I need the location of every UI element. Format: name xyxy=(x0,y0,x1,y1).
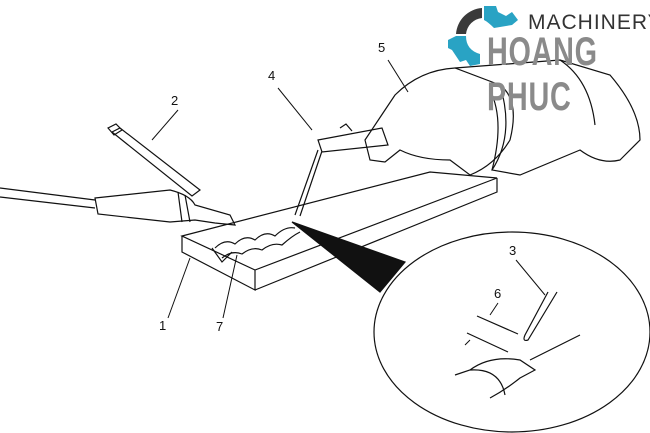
callout-2: 2 xyxy=(171,93,179,108)
electrode-cable xyxy=(0,187,96,209)
detail-weld-pool xyxy=(454,334,581,399)
callout-4: 4 xyxy=(268,68,276,83)
detail-rod xyxy=(523,291,558,342)
callout-1: 1 xyxy=(159,318,167,333)
zoom-wedge xyxy=(291,221,407,293)
callout-7: 7 xyxy=(216,319,224,334)
detail-gap-lines xyxy=(466,315,519,353)
callout-6: 6 xyxy=(494,286,502,301)
logo-gear-icon xyxy=(448,6,518,66)
callout-5: 5 xyxy=(378,40,386,55)
logo-text-machinery: MACHINERY xyxy=(528,11,650,34)
detail-circle xyxy=(373,231,650,433)
welder-hand xyxy=(364,67,514,176)
filler-rod xyxy=(294,123,389,217)
callout-3: 3 xyxy=(509,243,517,258)
gas-hose-torch xyxy=(107,123,201,197)
base-metal-plate xyxy=(180,171,498,291)
weld-bead xyxy=(214,227,301,259)
logo-text-hoang-phuc: HOANG PHUC xyxy=(487,30,598,119)
callout-leaders xyxy=(151,59,546,346)
electrode-holder xyxy=(94,189,237,226)
sleeve xyxy=(454,59,641,176)
